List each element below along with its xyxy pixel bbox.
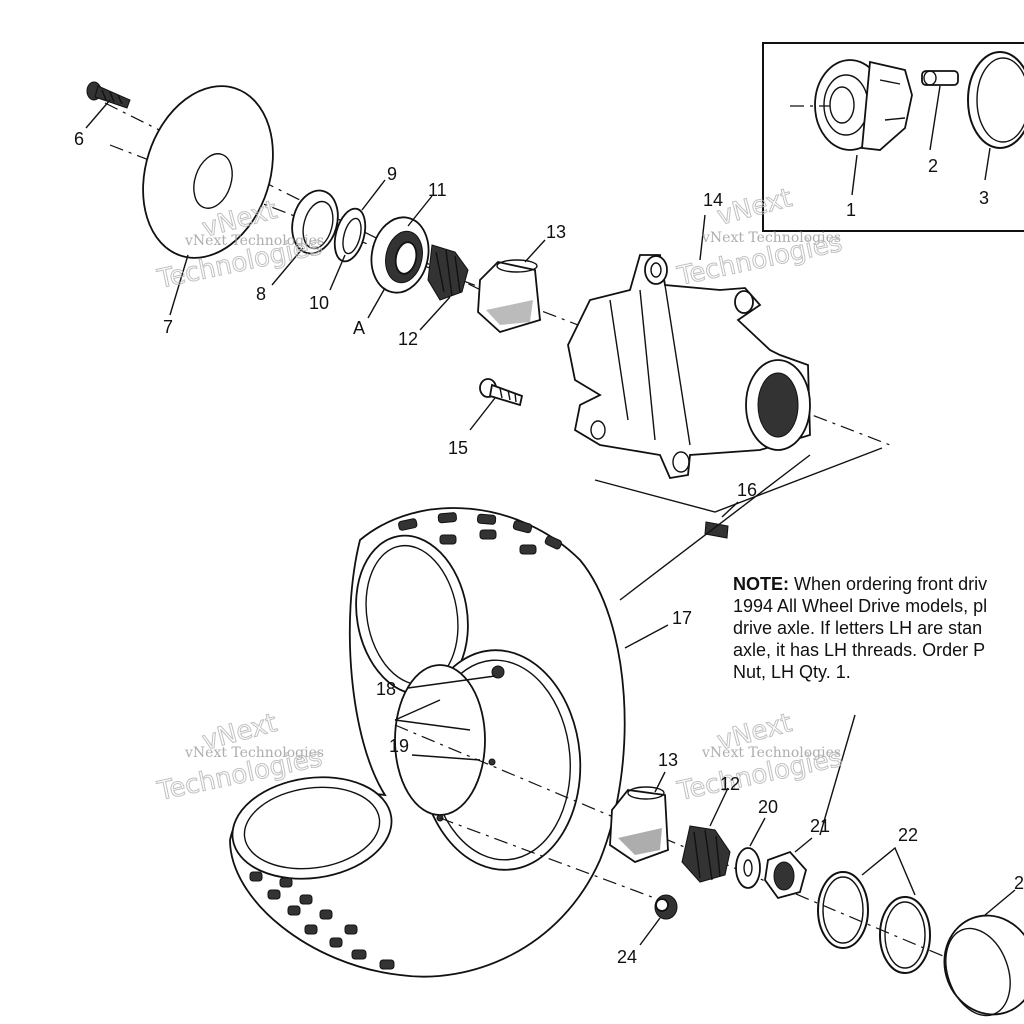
note-line-3: drive axle. If letters LH are stan [733, 618, 983, 638]
leader-19 [411, 754, 481, 761]
seal-9-10 [329, 179, 386, 291]
callout-21: 21 [810, 816, 830, 836]
hub-14 [567, 214, 811, 480]
tapered-bearing-12 [419, 244, 469, 331]
washer-20 [735, 817, 766, 889]
note-leader [819, 714, 856, 836]
callout-11: 11 [428, 180, 447, 200]
watermark-brand-2: vNext [714, 183, 795, 232]
watermark-text-2: vNext Technologies [701, 230, 841, 246]
callout-23-partial: 2 [1014, 873, 1024, 893]
nut-21 [764, 837, 813, 900]
note-line-4: axle, it has LH threads. Order P [733, 640, 986, 660]
cup-8 [271, 189, 339, 286]
valve-24 [639, 894, 678, 946]
wheel-guide-line [619, 454, 811, 601]
leader-19a [394, 699, 471, 731]
bolt-6 [85, 81, 131, 129]
race-13 [477, 239, 546, 334]
note-line-2: 1994 All Wheel Drive models, pl [733, 596, 988, 616]
callout-16: 16 [737, 480, 757, 500]
callout-17: 17 [672, 608, 692, 628]
callout-7: 7 [163, 317, 173, 337]
callout-13-lower: 13 [658, 750, 678, 770]
callout-2: 2 [928, 156, 938, 176]
orings-22 [817, 846, 931, 974]
callout-22: 22 [898, 825, 918, 845]
callout-19: 19 [389, 736, 409, 756]
bearing-11 [367, 195, 433, 319]
callout-8: 8 [256, 284, 266, 304]
callout-9: 9 [387, 164, 397, 184]
callout-20: 20 [758, 797, 778, 817]
hub-guide-line [594, 447, 883, 513]
callout-12: 12 [398, 329, 418, 349]
cap-23 [943, 889, 1024, 1017]
note-text-1: When ordering front driv [789, 574, 988, 594]
leader-18 [407, 675, 496, 689]
callouts: 1 2 3 6 7 8 9 10 11 A 12 13 14 15 16 17 … [74, 129, 1024, 967]
callout-1: 1 [846, 200, 856, 220]
brake-disc-7 [142, 85, 274, 316]
watermark-text-1: vNext Technologies [184, 233, 324, 249]
inset-box [762, 42, 1024, 232]
watermark-text-3: vNext Technologies [184, 745, 324, 761]
callout-12-lower: 12 [720, 774, 740, 794]
note-label: NOTE: [733, 574, 789, 594]
tire-17 [229, 507, 669, 978]
callout-24: 24 [617, 947, 637, 967]
callout-A: A [353, 318, 365, 338]
note-line-5: Nut, LH Qty. 1. [733, 662, 851, 682]
note-line-1: NOTE: When ordering front driv [733, 573, 1024, 595]
callout-13: 13 [546, 222, 566, 242]
callout-3: 3 [979, 188, 989, 208]
watermark-text-4: vNext Technologies [701, 745, 841, 761]
callout-15: 15 [448, 438, 468, 458]
callout-6: 6 [74, 129, 84, 149]
note-block: NOTE: When ordering front driv 1994 All … [733, 573, 1024, 683]
tapered-bearing-12-lower [681, 787, 731, 883]
callout-18: 18 [376, 679, 396, 699]
lower-centerline-2 [439, 817, 661, 901]
callout-10: 10 [309, 293, 329, 313]
bolt-15 [469, 378, 524, 431]
race-13-lower [609, 771, 669, 864]
stud-16 [704, 501, 739, 539]
callout-14: 14 [703, 190, 723, 210]
